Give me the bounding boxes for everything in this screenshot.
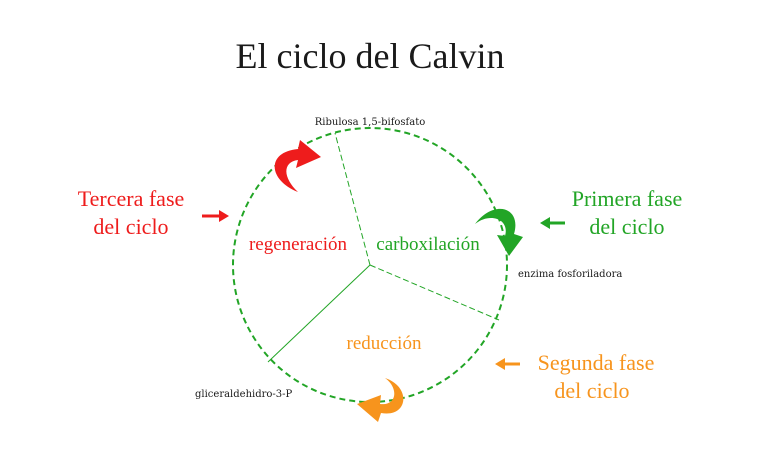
molecule-label-bottom-left: gliceraldehidro-3-P — [195, 389, 293, 400]
phase-label-second-line2: del ciclo — [554, 378, 629, 403]
divider-line-top — [334, 132, 371, 266]
phase-label-first-line2: del ciclo — [589, 214, 664, 239]
section-label-regeneration: regeneración — [249, 234, 348, 255]
section-label-carboxylation: carboxilación — [376, 234, 480, 255]
arrow-icon — [202, 210, 229, 222]
phase-label-first-line1: Primera fase — [572, 186, 683, 211]
curved-arrow-icon — [357, 378, 404, 422]
molecule-label-right: enzima fosforiladora — [518, 269, 622, 280]
arrow-icon — [495, 358, 520, 370]
divider-line-right — [369, 264, 500, 321]
phase-label-second-line1: Segunda fase — [538, 350, 655, 375]
curved-arrow-icon — [475, 208, 523, 256]
phase-label-third-line2: del ciclo — [93, 214, 168, 239]
molecule-label-top: Ribulosa 1,5-bifosfato — [315, 117, 426, 128]
divider-line-left — [267, 264, 371, 363]
section-label-reduction: reducción — [347, 333, 422, 354]
arrow-icon — [540, 217, 565, 229]
phase-label-third-line1: Tercera fase — [78, 186, 185, 211]
curved-arrow-icon — [274, 140, 321, 192]
page-title: El ciclo del Calvin — [236, 36, 505, 76]
